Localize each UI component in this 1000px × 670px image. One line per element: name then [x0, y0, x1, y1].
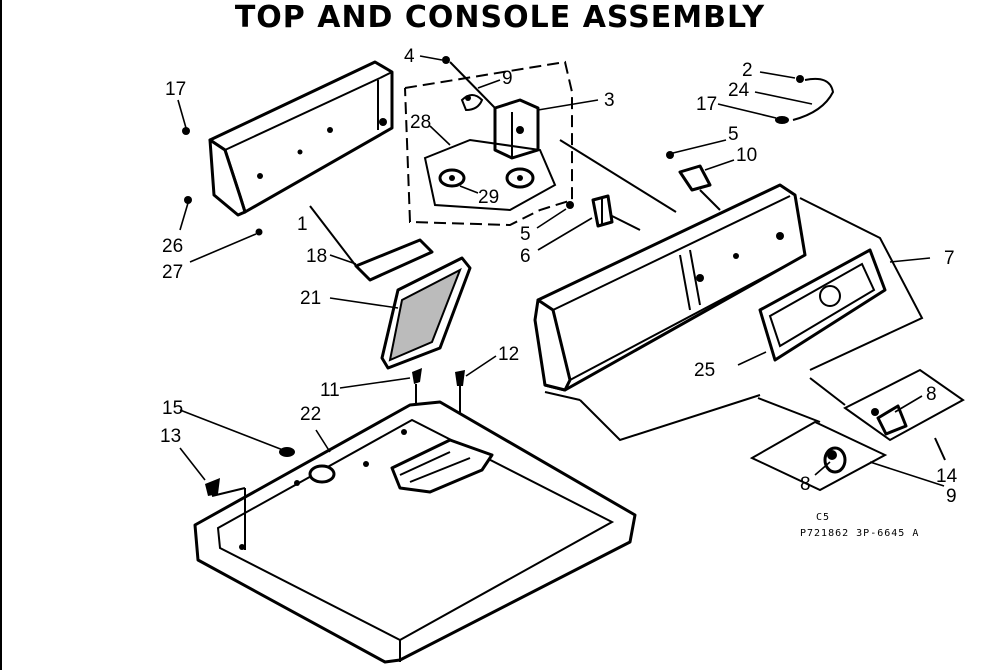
- diagram-title: TOP AND CONSOLE ASSEMBLY: [234, 0, 766, 35]
- right-hardware: [666, 71, 835, 211]
- bracket-screws: [177, 99, 263, 263]
- console-panel: [533, 183, 931, 442]
- callout-5-mid: 5: [520, 224, 531, 245]
- callout-5-top: 4: [404, 46, 415, 67]
- console-back-bracket: [208, 60, 394, 217]
- callout-14: 14: [936, 466, 958, 487]
- dryer-top: [193, 400, 637, 664]
- callout-25: 25: [694, 360, 715, 381]
- switch-assemblies: [749, 368, 965, 492]
- callout-26: 26: [162, 236, 183, 257]
- callout-3: 3: [604, 90, 615, 111]
- lint-screen: [329, 256, 472, 370]
- drawing-code-top: C5: [816, 512, 830, 523]
- callout-5-right: 5: [728, 124, 739, 145]
- callout-18: 18: [306, 246, 327, 267]
- callout-17-left: 17: [165, 79, 186, 100]
- callout-12: 12: [498, 344, 519, 365]
- callout-6: 6: [520, 246, 531, 267]
- callout-17-right: 17: [696, 94, 717, 115]
- callout-13: 13: [160, 426, 181, 447]
- callout-10: 10: [736, 145, 757, 166]
- callout-21: 21: [300, 288, 321, 309]
- drawing-code-bottom: P721862 3P-6645 A: [800, 528, 919, 539]
- top-hardware: [179, 409, 295, 550]
- callout-1: 1: [297, 214, 308, 235]
- callout-7: 7: [944, 248, 955, 269]
- callout-11: 11: [320, 380, 340, 401]
- callout-4: 9: [502, 68, 513, 89]
- lint-filter-handle: [329, 238, 434, 282]
- callout-8-lower: 8: [800, 474, 811, 495]
- callout-labels: 17 1 26 27 4 9 3 28 29 5 6 2 24 17 5 10 …: [160, 46, 958, 539]
- callout-2: 2: [742, 60, 753, 81]
- callout-24: 24: [728, 80, 750, 101]
- center-switch: [536, 194, 641, 251]
- callout-22: 22: [300, 404, 321, 425]
- callout-27: 27: [162, 262, 183, 283]
- timer-assembly-group: [404, 55, 599, 227]
- control-window: [737, 248, 887, 366]
- callout-9: 9: [946, 486, 957, 507]
- callout-29: 29: [478, 187, 499, 208]
- callout-8-upper: 8: [926, 384, 937, 405]
- callout-15: 15: [162, 398, 183, 419]
- callout-28: 28: [410, 112, 431, 133]
